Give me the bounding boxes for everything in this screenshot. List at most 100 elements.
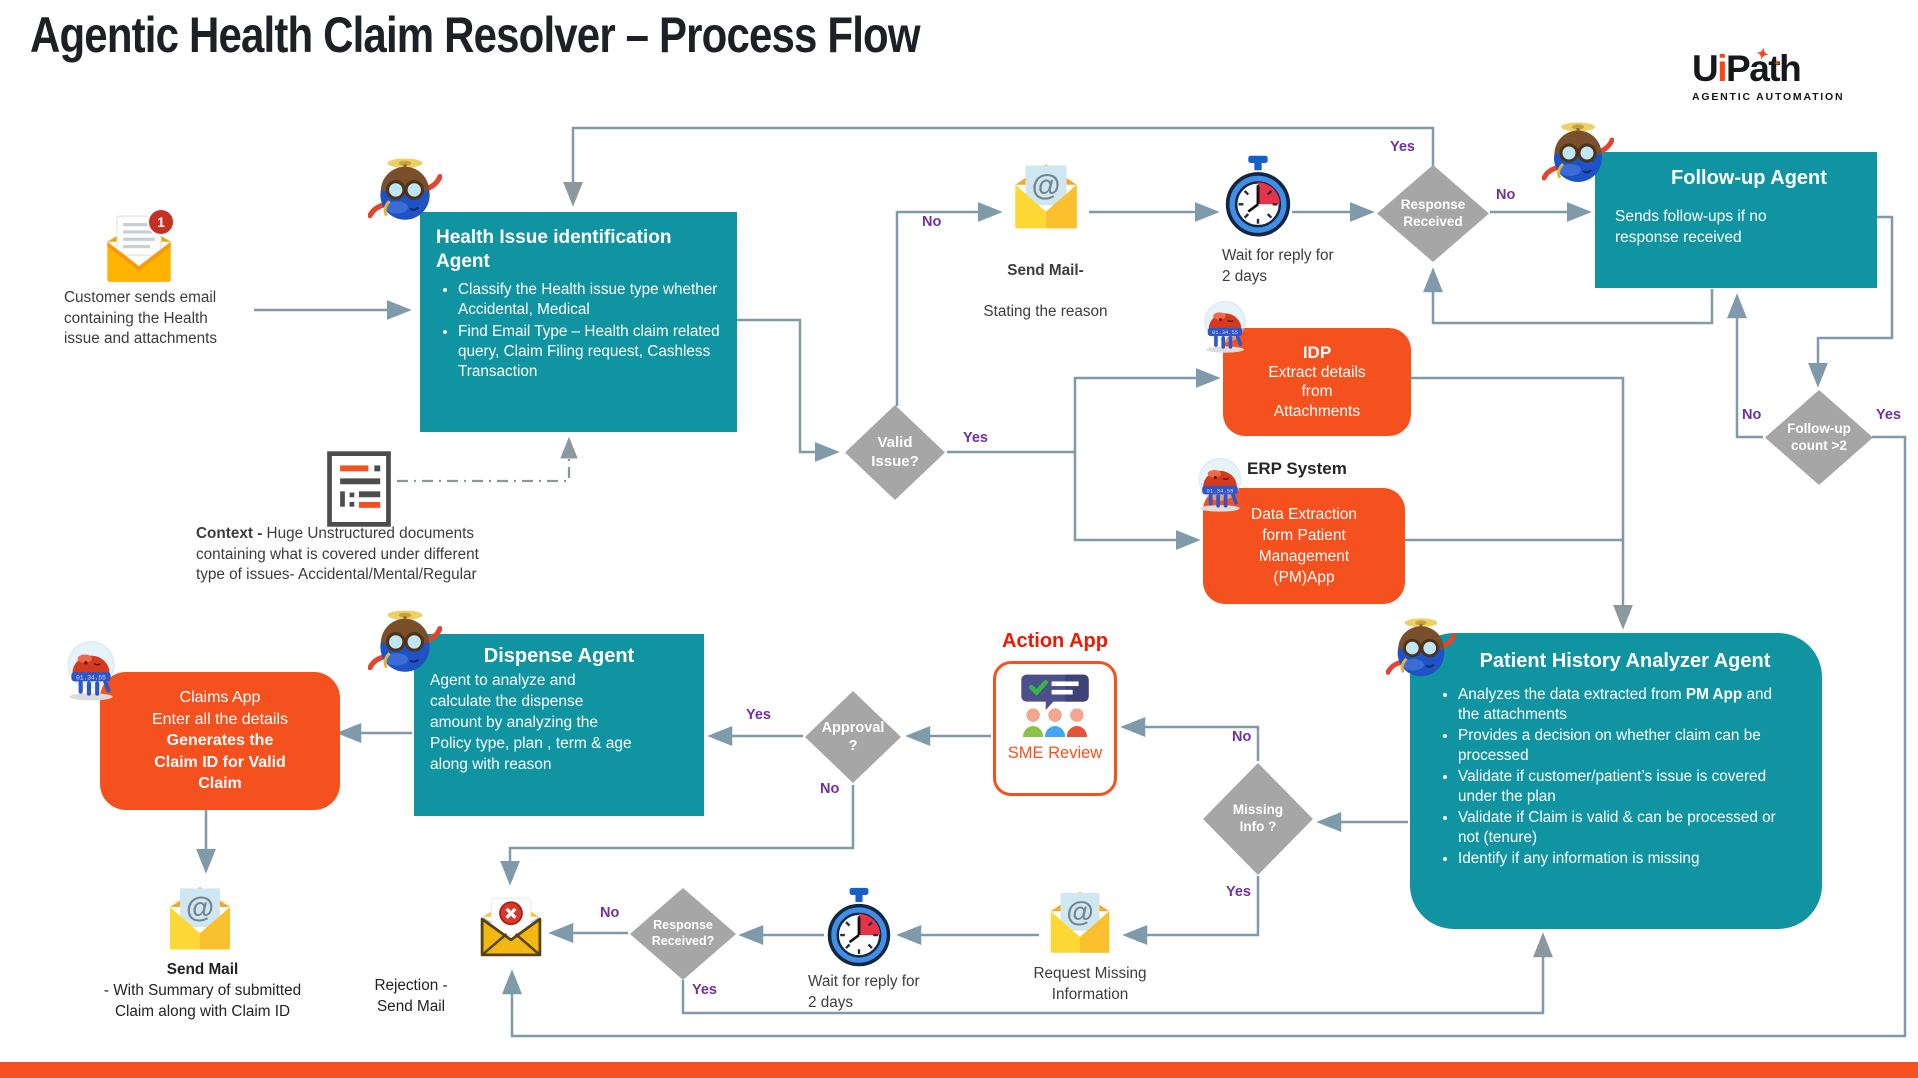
edge-valid-yes-idp xyxy=(947,368,1221,454)
flying-robot-icon xyxy=(368,156,442,230)
edge-context-dashed xyxy=(397,436,578,483)
health-issue-agent-box: Health Issue identification Agent Classi… xyxy=(420,212,737,432)
edge-valid-no xyxy=(895,202,1003,406)
followup-agent-body: Sends follow-ups if no response received xyxy=(1615,208,1767,246)
send-mail-final-sub: - With Summary of submitted Claim along … xyxy=(103,982,302,1020)
approval-label: Approval ? xyxy=(821,719,885,754)
context-caption: Context - Huge Unstructured documents co… xyxy=(196,524,508,586)
email-at-icon xyxy=(1041,881,1119,961)
response-received-decision: Response Received xyxy=(1377,165,1489,262)
edge-label-approval-yes: Yes xyxy=(746,707,771,723)
bullet-item: Identify if any information is missing xyxy=(1458,849,1796,869)
edge-count-no xyxy=(1727,293,1763,439)
claims-app-bold: Generates the Claim ID for Valid Claim xyxy=(154,732,286,793)
bullet-item: Classify the Health issue type whether A… xyxy=(458,280,721,320)
bullet-item: Find Email Type – Health claim related q… xyxy=(458,322,721,382)
flying-robot-icon xyxy=(368,608,442,682)
b1-bold: PM App xyxy=(1685,686,1743,703)
context-lead: Context - xyxy=(196,525,267,542)
sme-review-label: SME Review xyxy=(1007,744,1103,762)
request-missing-caption: Request Missing Information xyxy=(1033,965,1147,1003)
rejection-caption: Rejection - Send Mail xyxy=(374,977,448,1015)
edge-label-resp2-no: No xyxy=(600,905,620,921)
action-app-box: SME Review xyxy=(993,661,1117,796)
flying-robot-icon xyxy=(1542,120,1614,192)
bullet-item: Provides a decision on whether claim can… xyxy=(1458,726,1796,765)
send-mail-reason-title: Send Mail- xyxy=(1007,261,1084,279)
document-icon xyxy=(326,450,392,528)
logo-subtitle: AGENTIC AUTOMATION xyxy=(1692,91,1845,103)
idp-body: Extract details from Attachments xyxy=(1268,363,1366,420)
bottom-accent-bar xyxy=(0,1062,1918,1078)
missing-info-decision: Missing Info ? xyxy=(1203,763,1313,875)
round-robot-icon xyxy=(1196,296,1254,356)
valid-issue-decision: Valid Issue? xyxy=(845,405,945,500)
edge-label-valid-no: No xyxy=(922,214,942,230)
edge-label-missing-no: No xyxy=(1232,729,1252,745)
patient-analyzer-box: Patient History Analyzer Agent Analyzes … xyxy=(1410,633,1822,929)
round-robot-icon xyxy=(58,636,124,704)
dispense-agent-title: Dispense Agent xyxy=(483,645,635,667)
edge-followup-to-response xyxy=(1423,267,1714,325)
edge-label-resp-no: No xyxy=(1496,187,1516,203)
followup-agent-title: Follow-up Agent xyxy=(1671,167,1827,189)
uipath-wordmark: ✦ ✦ UiPath xyxy=(1692,45,1902,89)
logo-letter-path: Path xyxy=(1726,48,1802,89)
patient-analyzer-title: Patient History Analyzer Agent xyxy=(1479,650,1771,672)
edge-valid-yes-erp xyxy=(1073,452,1201,550)
edge-label-count-no: No xyxy=(1742,407,1762,423)
round-robot-icon xyxy=(1190,453,1250,515)
sme-review-icon xyxy=(1017,673,1093,737)
send-mail-reason-caption: Send Mail- Stating the reason xyxy=(968,240,1123,322)
claims-app-line2: Enter all the details xyxy=(151,710,289,728)
patient-analyzer-bullets: Analyzes the data extracted from PM App … xyxy=(1436,685,1796,869)
claims-app-line1: Claims App xyxy=(179,689,261,707)
edge-label-missing-yes: Yes xyxy=(1226,884,1251,900)
approval-decision: Approval ? xyxy=(805,691,901,783)
edge-approval-no xyxy=(500,785,855,886)
send-mail-final-title: Send Mail xyxy=(166,961,239,978)
edge-count-yes xyxy=(502,435,1907,1038)
rejected-email-icon xyxy=(474,888,548,964)
wait-top-caption: Wait for reply for 2 days xyxy=(1222,247,1334,285)
erp-body: Data Extraction form Patient Management … xyxy=(1251,506,1357,586)
customer-email-caption: Customer sends email containing the Heal… xyxy=(64,289,218,347)
missing-info-label: Missing Info ? xyxy=(1232,802,1284,834)
page-title: Agentic Health Claim Resolver – Process … xyxy=(30,7,921,63)
bullet-item: Analyzes the data extracted from PM App … xyxy=(1458,685,1796,724)
edge-label-resp-yes: Yes xyxy=(1390,139,1415,155)
uipath-logo: ✦ ✦ UiPath AGENTIC AUTOMATION xyxy=(1692,45,1902,103)
email-at-icon xyxy=(1005,153,1087,237)
wait-bottom-caption: Wait for reply for 2 days xyxy=(808,973,920,1011)
edge-label-count-yes: Yes xyxy=(1876,407,1901,423)
edge-response2-yes xyxy=(681,932,1553,1015)
edge-missing-yes xyxy=(1122,876,1260,945)
flying-robot-icon xyxy=(1386,616,1456,686)
claims-app-box: Claims App Enter all the details Generat… xyxy=(100,672,340,810)
dispense-agent-box: Dispense Agent Agent to analyze and calc… xyxy=(414,634,704,816)
followup-count-decision: Follow-up count >2 xyxy=(1765,390,1873,485)
response-received2-decision: Response Received? xyxy=(630,888,736,980)
idp-box: IDP Extract details from Attachments xyxy=(1223,328,1411,436)
health-issue-agent-bullets: Classify the Health issue type whether A… xyxy=(436,280,721,382)
health-issue-agent-title: Health Issue identification Agent xyxy=(436,227,672,272)
edge-health-to-valid xyxy=(737,318,840,462)
stopwatch-icon xyxy=(1224,154,1292,240)
logo-letter-i: i xyxy=(1717,48,1727,89)
idp-title: IDP xyxy=(1302,342,1332,362)
followup-agent-box: Follow-up Agent Sends follow-ups if no r… xyxy=(1595,152,1877,288)
email-at-icon xyxy=(160,876,240,958)
logo-letter-u: U xyxy=(1692,48,1719,89)
edge-label-resp2-yes: Yes xyxy=(692,982,717,998)
response-received-label: Response Received xyxy=(1400,196,1466,229)
stopwatch-icon xyxy=(826,886,892,970)
send-mail-reason-sub: Stating the reason xyxy=(983,302,1108,320)
edge-label-approval-no: No xyxy=(820,781,840,797)
edge-followup-to-count xyxy=(1808,215,1894,388)
action-app-label: Action App xyxy=(1002,630,1108,652)
b1-pre: Analyzes the data extracted from xyxy=(1458,686,1686,703)
unread-badge: 1 xyxy=(147,208,175,236)
edge-response-yes-loop xyxy=(563,126,1435,207)
